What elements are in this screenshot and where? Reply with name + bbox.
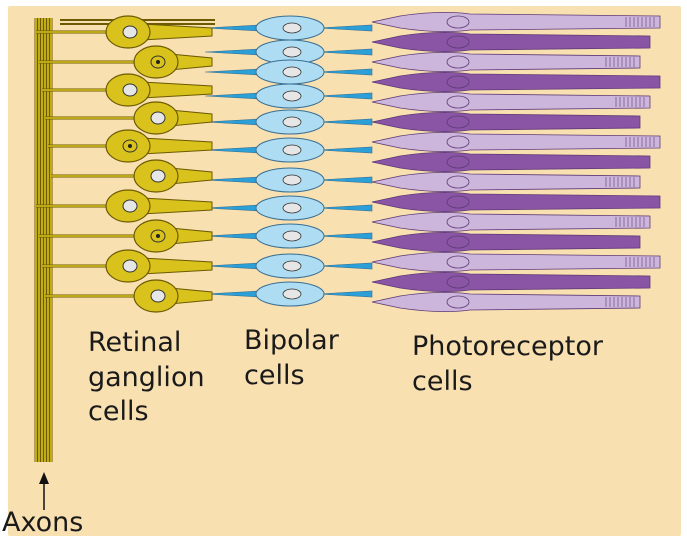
cone-photoreceptor [372, 72, 660, 91]
photoreceptor-nucleus [447, 196, 469, 208]
photoreceptor-nucleus [447, 76, 469, 88]
bipolar-nucleus [283, 231, 301, 241]
photoreceptor-nucleus [447, 236, 469, 248]
rod-photoreceptor [372, 52, 640, 71]
photoreceptor-nucleus [447, 296, 469, 308]
rod-photoreceptor [372, 92, 650, 111]
bipolar-nucleus [283, 261, 301, 271]
cone-photoreceptor [372, 192, 660, 211]
photoreceptor-nucleus [447, 216, 469, 228]
rod-photoreceptor [372, 212, 650, 231]
bipolar-nucleus [283, 175, 301, 185]
rod-photoreceptor [372, 292, 640, 311]
retinal-ganglion-cells-label: Retinal ganglion cells [88, 326, 205, 430]
bipolar-nucleus [283, 117, 301, 127]
photoreceptor-nucleus [447, 56, 469, 68]
photoreceptor-nucleus [447, 276, 469, 288]
label-line: cells [244, 359, 339, 394]
rod-photoreceptor [372, 12, 660, 31]
ganglion-nucleus [123, 260, 137, 272]
ganglion-nucleus [151, 170, 165, 182]
cone-photoreceptor [372, 112, 640, 131]
photoreceptor-nucleus [447, 176, 469, 188]
ganglion-nucleus [123, 84, 137, 96]
cone-photoreceptor [372, 152, 650, 171]
bipolar-nucleus [283, 203, 301, 213]
bipolar-nucleus [283, 23, 301, 33]
label-line: cells [88, 395, 205, 430]
bipolar-nucleus [283, 67, 301, 77]
axons-label: Axons [2, 506, 83, 541]
ganglion-nucleolus [128, 144, 132, 148]
rod-photoreceptor [372, 172, 640, 191]
bipolar-nucleus [283, 289, 301, 299]
ganglion-nucleolus [156, 234, 160, 238]
photoreceptor-nucleus [447, 16, 469, 28]
bipolar-nucleus [283, 145, 301, 155]
ganglion-nucleus [151, 112, 165, 124]
photoreceptor-nucleus [447, 136, 469, 148]
photoreceptor-nucleus [447, 156, 469, 168]
photoreceptor-nucleus [447, 256, 469, 268]
photoreceptor-nucleus [447, 116, 469, 128]
bipolar-cells-label: Bipolar cells [244, 324, 339, 393]
ganglion-nucleus [123, 200, 137, 212]
label-line: Axons [2, 506, 83, 541]
photoreceptor-cells-label: Photoreceptor cells [412, 330, 603, 399]
label-line: Retinal [88, 326, 205, 361]
label-line: Photoreceptor [412, 330, 603, 365]
cone-photoreceptor [372, 232, 640, 251]
ganglion-nucleolus [156, 60, 160, 64]
label-line: Bipolar [244, 324, 339, 359]
cone-photoreceptor [372, 32, 650, 51]
rod-photoreceptor [372, 252, 660, 271]
bipolar-nucleus [283, 47, 301, 57]
ganglion-nucleus [123, 26, 137, 38]
ganglion-nucleus [151, 290, 165, 302]
label-line: cells [412, 365, 603, 400]
photoreceptor-nucleus [447, 36, 469, 48]
photoreceptor-nucleus [447, 96, 469, 108]
rod-photoreceptor [372, 132, 660, 151]
bipolar-nucleus [283, 91, 301, 101]
photoreceptor-layer [372, 12, 660, 311]
label-line: ganglion [88, 361, 205, 396]
cone-photoreceptor [372, 272, 650, 291]
